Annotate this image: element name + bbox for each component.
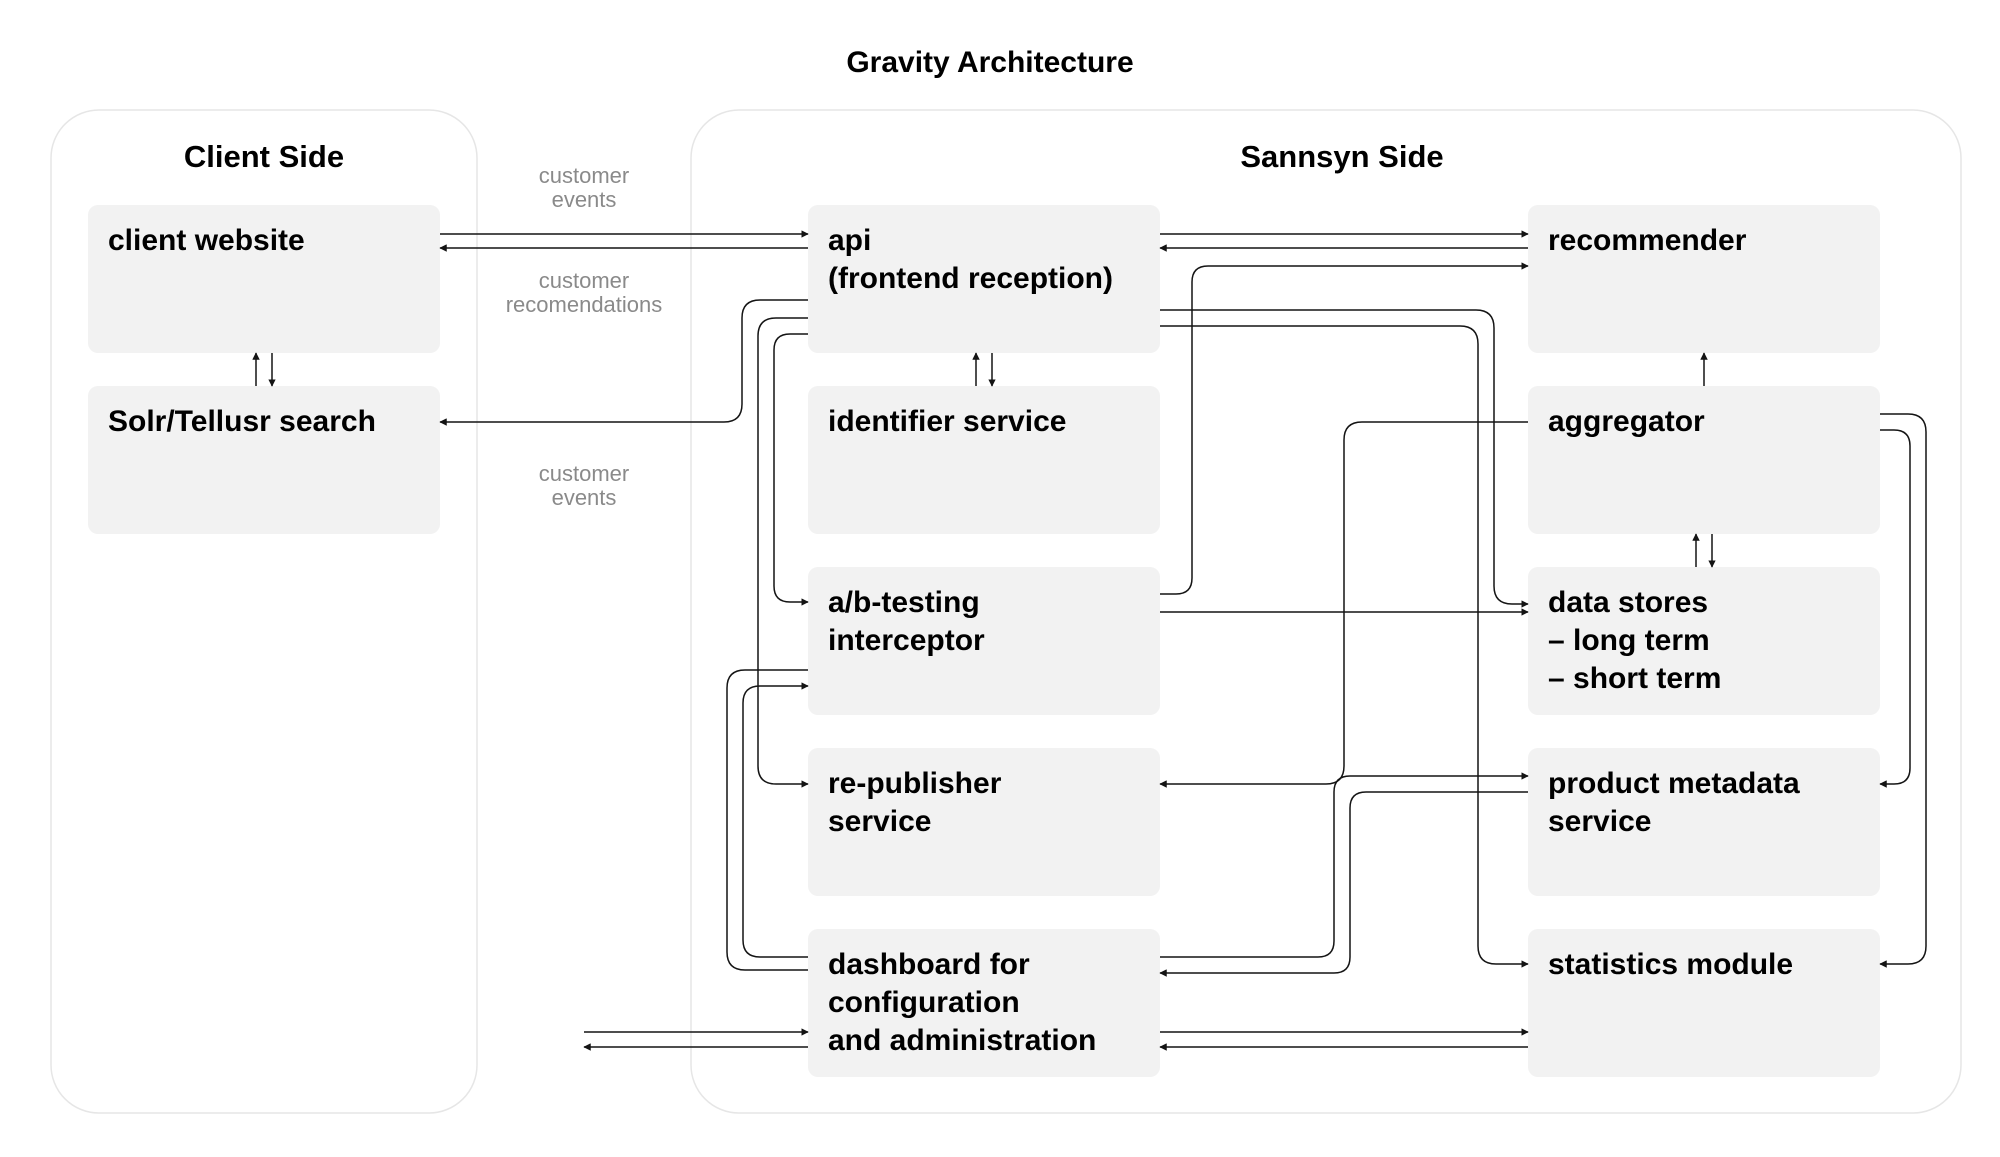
product-metadata-label: product metadata service: [1548, 767, 1800, 838]
text-line: configuration: [828, 986, 1020, 1019]
text-line: client website: [108, 224, 305, 257]
text-line: data stores: [1548, 586, 1708, 619]
data-stores-box: data stores – long term – short term: [1528, 567, 1880, 715]
recommender-label: recommender: [1548, 224, 1747, 257]
diagram-title: Gravity Architecture: [846, 46, 1133, 79]
text-line: aggregator: [1548, 405, 1705, 438]
data-stores-label: data stores – long term – short term: [1548, 586, 1721, 695]
solr-search-label: Solr/Tellusr search: [108, 405, 376, 438]
sannsyn-side-panel: Sannsyn Side: [690, 109, 1962, 1114]
text-line: identifier service: [828, 405, 1066, 438]
link-dashboard-abtesting-outer: [726, 669, 808, 971]
text-line: (frontend reception): [828, 262, 1113, 295]
arrow-api-to-statistics: [1160, 325, 1529, 968]
aggregator-label: aggregator: [1548, 405, 1705, 438]
text-line: – long term: [1548, 624, 1710, 657]
arrow-api-to-solr: [439, 299, 808, 426]
arrow-dashboard-to-abtesting: [742, 682, 809, 958]
client-website-label: client website: [108, 224, 305, 257]
arrow-api-to-republisher: [757, 317, 809, 788]
text-line: customer: [539, 461, 629, 486]
ab-testing-label: a/b-testing interceptor: [828, 586, 985, 657]
text-line: dashboard for: [828, 948, 1030, 981]
text-line: events: [552, 187, 617, 212]
text-line: events: [552, 485, 617, 510]
text-line: service: [1548, 805, 1651, 838]
solr-search-box: Solr/Tellusr search: [88, 386, 440, 534]
ab-testing-box: a/b-testing interceptor: [808, 567, 1160, 715]
text-line: – short term: [1548, 662, 1721, 695]
arrow-abtesting-to-recommender: [1160, 262, 1529, 595]
identifier-service-label: identifier service: [828, 405, 1066, 438]
client-side-panel: Client Side: [50, 109, 478, 1114]
arrow-metadata-to-dashboard: [1159, 791, 1528, 977]
dashboard-box: dashboard for configuration and administra…: [808, 929, 1160, 1077]
text-line: and administration: [828, 1024, 1096, 1057]
text-line: customer: [539, 268, 629, 293]
client-website-box: client website: [88, 205, 440, 353]
identifier-service-box: identifier service: [808, 386, 1160, 534]
republisher-box: re-publisher service: [808, 748, 1160, 896]
arrow-api-to-datastores: [1160, 309, 1529, 608]
text-line: service: [828, 805, 931, 838]
text-line: customer: [539, 163, 629, 188]
text-line: statistics module: [1548, 948, 1793, 981]
dashboard-label: dashboard for configuration and administra…: [828, 948, 1096, 1057]
api-label: api (frontend reception): [828, 224, 1113, 295]
arrow-aggregator-to-metadata: [1879, 429, 1911, 788]
text-line: recomendations: [506, 292, 663, 317]
connectors: [252, 230, 1927, 1051]
client-side-title: Client Side: [184, 139, 344, 174]
api-box: api (frontend reception): [808, 205, 1160, 353]
arrow-aggregator-to-statistics: [1879, 413, 1927, 968]
statistics-box: statistics module: [1528, 929, 1880, 1077]
text-line: product metadata: [1548, 767, 1800, 800]
recommender-box: recommender: [1528, 205, 1880, 353]
sannsyn-side-title: Sannsyn Side: [1240, 139, 1443, 174]
product-metadata-box: product metadata service: [1528, 748, 1880, 896]
text-line: api: [828, 224, 871, 257]
arrow-aggregator-to-republisher: [1159, 421, 1528, 788]
arrow-api-to-abtesting: [773, 333, 809, 606]
text-line: recommender: [1548, 224, 1747, 257]
text-line: re-publisher: [828, 767, 1002, 800]
text-line: interceptor: [828, 624, 985, 657]
text-line: a/b-testing: [828, 586, 980, 619]
arrow-dashboard-to-metadata: [1160, 772, 1529, 958]
republisher-label: re-publisher service: [828, 767, 1002, 838]
text-line: Solr/Tellusr search: [108, 405, 376, 438]
statistics-label: statistics module: [1548, 948, 1793, 981]
aggregator-box: aggregator: [1528, 386, 1880, 534]
